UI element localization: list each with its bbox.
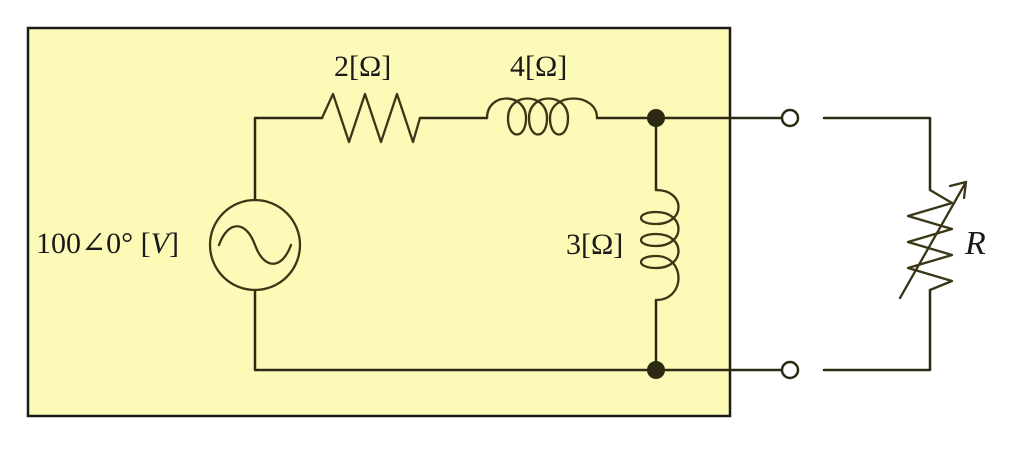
series-inductor-icon [485, 97, 599, 136]
source-label: 100∠0° [V] [36, 227, 179, 260]
open-terminal-top[interactable] [780, 108, 800, 128]
source-network-box [26, 26, 732, 418]
wire-load-top [822, 116, 932, 192]
wire-load-bottom [822, 288, 932, 372]
junction-dot-top [647, 109, 665, 127]
open-terminal-bottom[interactable] [780, 360, 800, 380]
junction-dot-bottom [647, 361, 665, 379]
resistor-label: 2[Ω] [334, 50, 391, 83]
series-inductor-label: 4[Ω] [510, 50, 567, 83]
variable-resistor-icon [898, 180, 968, 300]
wires [253, 116, 932, 372]
shunt-inductor-icon [639, 188, 680, 302]
resistor-icon [320, 92, 422, 144]
wire-left-bottom [253, 288, 658, 372]
load-label: R [964, 225, 986, 262]
wire-left-top [253, 116, 324, 202]
shunt-inductor-label: 3[Ω] [566, 228, 623, 261]
ac-voltage-source-icon [208, 198, 302, 292]
